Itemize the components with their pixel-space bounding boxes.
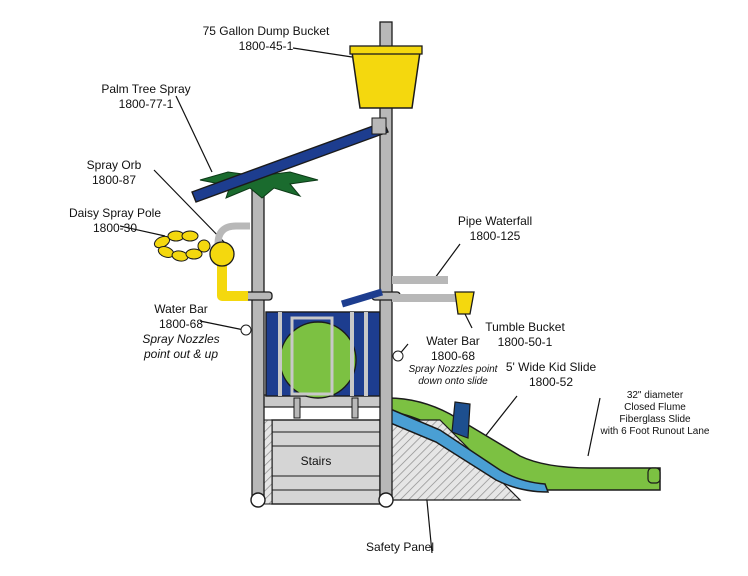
kid-slide (387, 401, 550, 493)
label-flume-line2: Closed Flume (624, 402, 686, 413)
label-spray-orb: Spray Orb 1800-87 (74, 158, 154, 188)
leader-lines (119, 47, 601, 554)
label-water-bar-left: Water Bar 1800-68 Spray Nozzles point ou… (126, 302, 236, 362)
label-water-bar-left-title: Water Bar (154, 302, 208, 316)
daisy-spray (153, 230, 211, 262)
label-tumble-bucket-code: 1800-50-1 (497, 335, 553, 349)
label-water-bar-left-note2: point out & up (143, 347, 219, 361)
label-dump-bucket: 75 Gallon Dump Bucket 1800-45-1 (186, 24, 346, 54)
spray-orb (209, 222, 250, 301)
label-kid-slide: 5' Wide Kid Slide 1800-52 (496, 360, 606, 390)
tumble-bucket (454, 291, 475, 315)
label-water-bar-right-code: 1800-68 (430, 349, 476, 363)
label-palm-tree-title: Palm Tree Spray (101, 82, 191, 96)
label-water-bar-left-code: 1800-68 (158, 317, 204, 331)
label-palm-tree: Palm Tree Spray 1800-77-1 (86, 82, 206, 112)
label-dump-bucket-title: 75 Gallon Dump Bucket (202, 24, 330, 38)
label-tumble-bucket-title: Tumble Bucket (485, 320, 565, 334)
label-water-bar-right-note1: Spray Nozzles point (408, 364, 498, 375)
palm-tree-spray (191, 117, 389, 203)
label-pipe-waterfall-title: Pipe Waterfall (457, 214, 533, 228)
label-flume-line4: with 6 Foot Runout Lane (600, 426, 710, 437)
label-water-bar-left-note1: Spray Nozzles (142, 332, 220, 346)
railings (293, 397, 359, 419)
label-spray-orb-code: 1800-87 (91, 173, 137, 187)
main-posts (243, 21, 401, 503)
label-pipe-waterfall-code: 1800-125 (469, 229, 521, 243)
label-daisy-pole-title: Daisy Spray Pole (68, 206, 162, 220)
label-daisy-pole-code: 1800-30 (92, 221, 138, 235)
label-palm-tree-code: 1800-77-1 (118, 97, 174, 111)
label-spray-orb-title: Spray Orb (86, 158, 142, 172)
dump-bucket (349, 45, 423, 109)
label-water-bar-right-title: Water Bar (426, 334, 480, 348)
label-dump-bucket-code: 1800-45-1 (238, 39, 294, 53)
label-flume: 32" diameter Closed Flume Fiberglass Sli… (580, 390, 730, 438)
label-safety-panel-title: Safety Panel (365, 540, 435, 554)
label-tumble-bucket: Tumble Bucket 1800-50-1 (470, 320, 580, 350)
label-stairs-title: Stairs (300, 454, 332, 468)
label-kid-slide-code: 1800-52 (528, 375, 574, 389)
label-daisy-pole: Daisy Spray Pole 1800-30 (60, 206, 170, 236)
water-bars (240, 324, 404, 362)
label-water-bar-right: Water Bar 1800-68 Spray Nozzles point do… (398, 334, 508, 388)
label-stairs: Stairs (286, 454, 346, 469)
label-water-bar-right-note2: down onto slide (418, 376, 488, 387)
label-flume-line1: 32" diameter (626, 390, 684, 401)
label-pipe-waterfall: Pipe Waterfall 1800-125 (440, 214, 550, 244)
pipe-waterfall (340, 276, 458, 308)
post-feet (250, 492, 394, 508)
label-flume-line3: Fiberglass Slide (619, 414, 691, 425)
stairs (261, 419, 381, 505)
label-kid-slide-title: 5' Wide Kid Slide (505, 360, 597, 374)
enclosure-panel (265, 311, 381, 399)
label-safety-panel: Safety Panel (340, 540, 460, 555)
